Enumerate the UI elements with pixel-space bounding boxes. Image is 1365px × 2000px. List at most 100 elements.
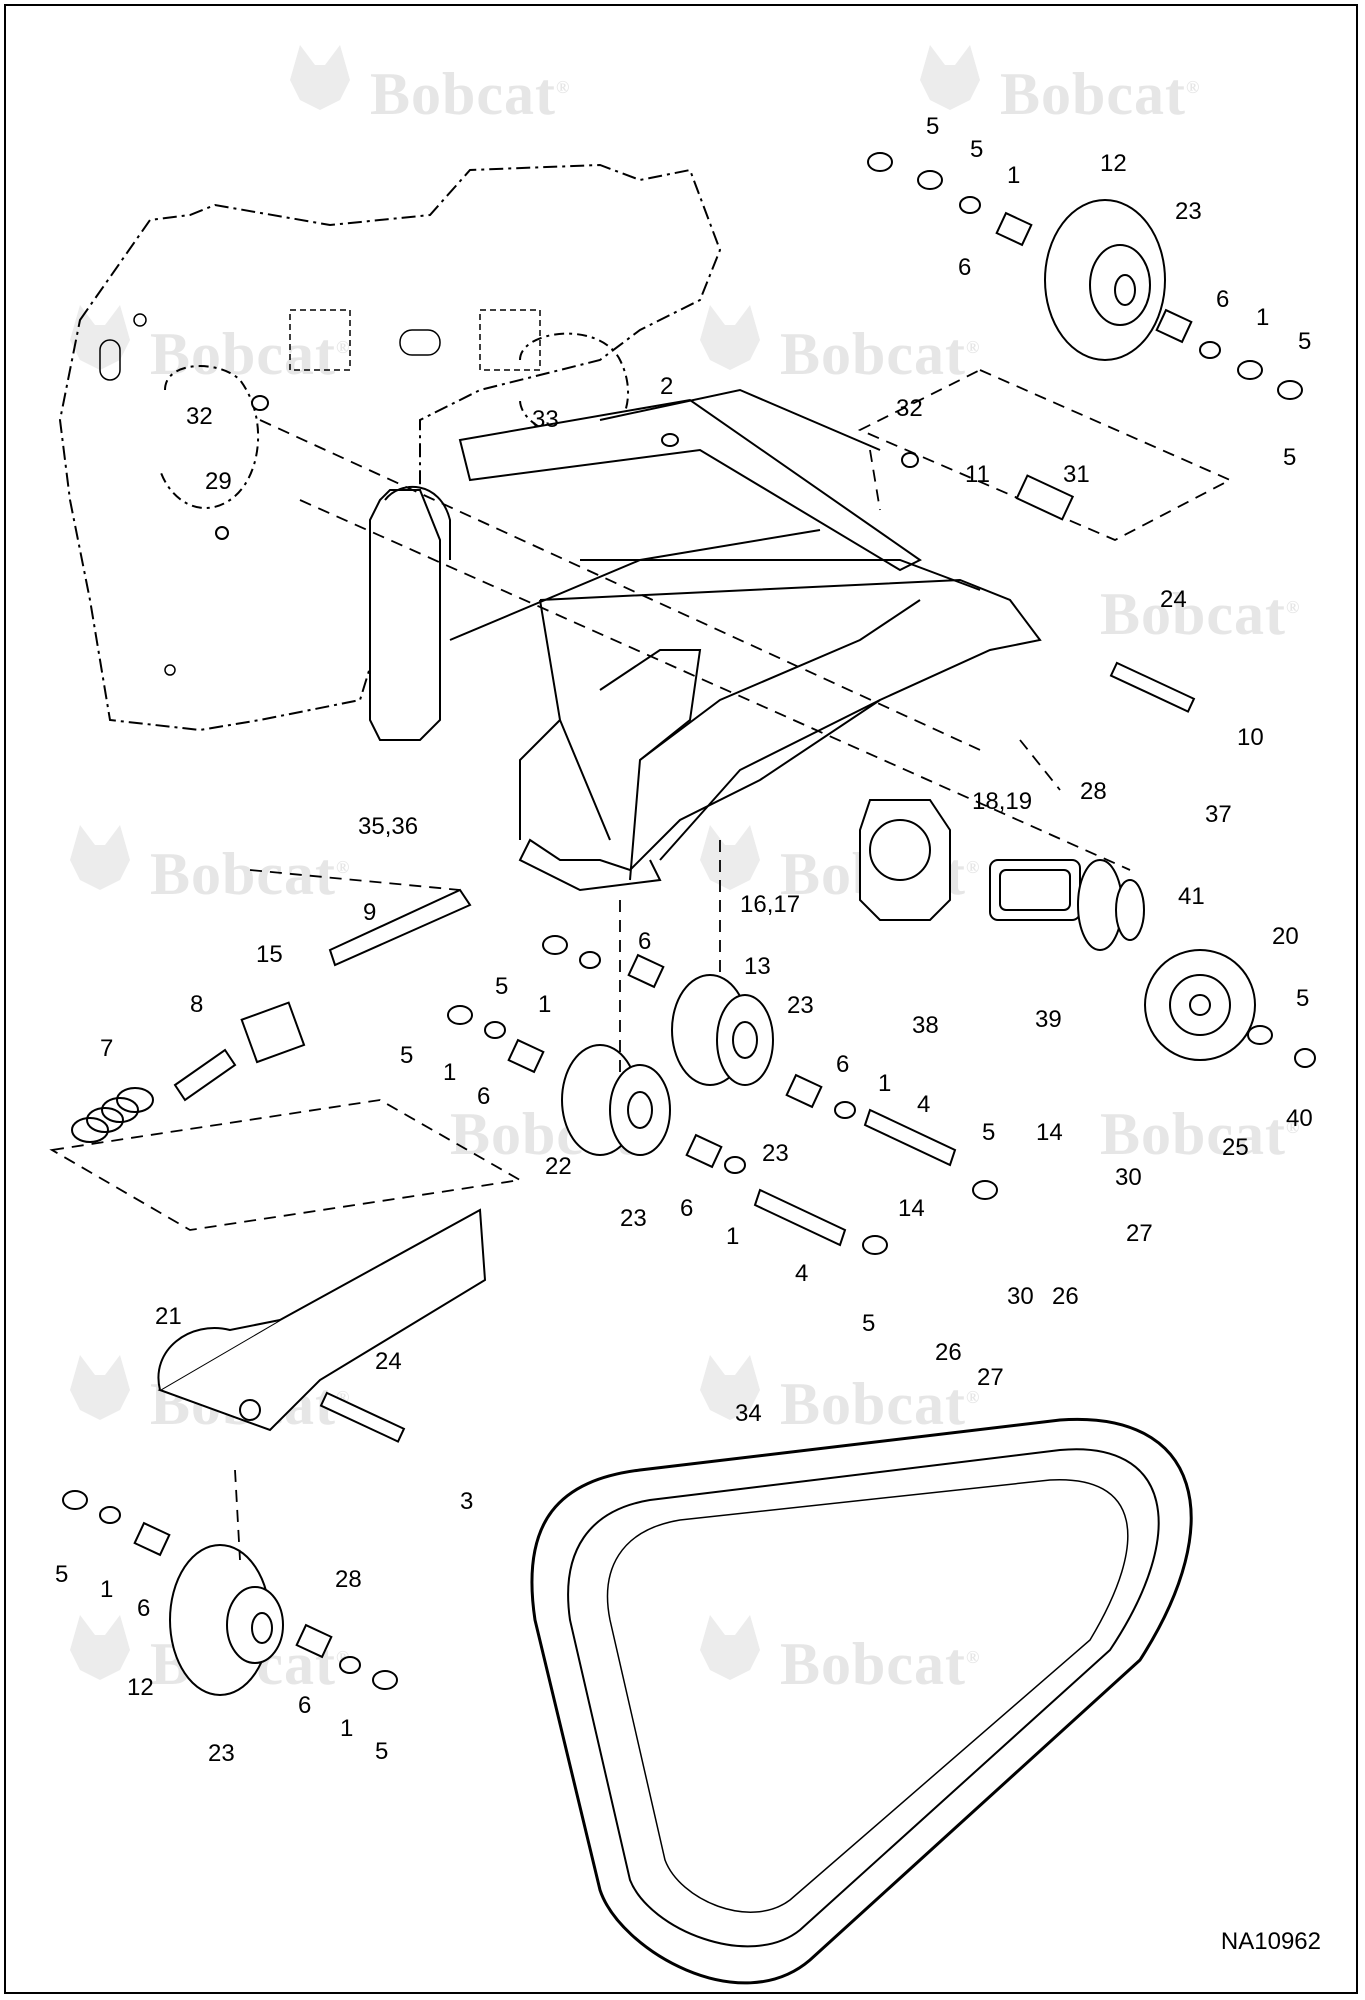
callout-label: 32 [896, 395, 923, 422]
watermark-text: Bobcat® [1000, 61, 1201, 127]
callout-label: 22 [545, 1153, 572, 1180]
watermark-text: Bobcat® [780, 1371, 981, 1437]
callout-label: 5 [1296, 985, 1310, 1012]
callout-label: 1 [1007, 162, 1021, 189]
callout-label: 4 [917, 1091, 931, 1118]
track-roller [561, 1044, 671, 1156]
machine-frame-outline [58, 163, 722, 732]
callout-label: 5 [375, 1738, 389, 1765]
roller-pin [753, 1188, 847, 1247]
callout-label: 7 [100, 1035, 114, 1062]
callout-label: 26 [935, 1339, 962, 1366]
callout-label: 6 [638, 928, 652, 955]
callout-label: 12 [127, 1674, 154, 1701]
callout-label: 28 [1080, 778, 1107, 805]
callout-label: 20 [1272, 923, 1299, 950]
callout-label: 5 [1283, 444, 1297, 471]
callout-label: 1 [538, 991, 552, 1018]
callout-label: 6 [680, 1195, 694, 1222]
callout-label: 13 [744, 953, 771, 980]
callout-label: 1 [878, 1070, 892, 1097]
callout-label: 6 [137, 1595, 151, 1622]
small-parts [62, 152, 1316, 1690]
spacer-tube [173, 1048, 237, 1102]
callout-label: 1 [1256, 304, 1270, 331]
callout-label: 24 [1160, 586, 1187, 613]
track-roller [671, 974, 774, 1086]
callout-label: 6 [298, 1692, 312, 1719]
bracket [240, 1001, 306, 1064]
tension-spring [71, 1087, 154, 1143]
idler-wheel [1044, 199, 1166, 361]
callout-label: 1 [443, 1059, 457, 1086]
tension-arm [157, 1208, 487, 1432]
callout-label: 6 [1216, 286, 1230, 313]
diagram-frame [4, 4, 1358, 1994]
callout-label: 28 [335, 1566, 362, 1593]
callout-label: 30 [1115, 1164, 1142, 1191]
callout-label: 14 [898, 1195, 925, 1222]
callout-label: 16,17 [740, 891, 801, 918]
callout-label: 5 [926, 113, 940, 140]
document-id: NA10962 [1220, 1928, 1321, 1955]
callout-label: 11 [965, 461, 990, 488]
callout-label: 38 [912, 1012, 939, 1039]
callout-label: 1 [726, 1223, 740, 1250]
axle [328, 888, 472, 967]
callout-label: 27 [977, 1364, 1004, 1391]
callout-label: 37 [1205, 801, 1232, 828]
callout-label: 33 [532, 406, 559, 433]
callout-label: 6 [477, 1083, 491, 1110]
drive-motor [989, 859, 1145, 951]
callout-label: 8 [190, 991, 204, 1018]
hub-plate-bore [869, 819, 931, 881]
callout-label: 10 [1237, 724, 1264, 751]
watermark-text: Bobcat® [370, 61, 571, 127]
callout-label: 18,19 [972, 788, 1033, 815]
callout-label: 23 [620, 1205, 647, 1232]
roller-pin [863, 1108, 957, 1167]
callout-label: 1 [100, 1576, 114, 1603]
callout-label: 2 [660, 373, 674, 400]
callout-label: 23 [787, 992, 814, 1019]
callout-label: 5 [1298, 328, 1312, 355]
callout-label: 29 [205, 468, 232, 495]
callout-label: 5 [862, 1310, 876, 1337]
watermark-text: Bobcat® [150, 841, 351, 907]
callout-label: 6 [836, 1051, 850, 1078]
callout-label: 34 [735, 1400, 762, 1427]
watermark-text: Bobcat® [1100, 1101, 1301, 1167]
idler-wheel [169, 1544, 284, 1696]
callout-label: 32 [186, 403, 213, 430]
callout-label: 5 [982, 1119, 996, 1146]
callout-label: 27 [1126, 1220, 1153, 1247]
callout-label: 35,36 [358, 813, 419, 840]
callout-label: 39 [1035, 1006, 1062, 1033]
callout-label: 23 [1175, 198, 1202, 225]
callout-label: 41 [1178, 883, 1205, 910]
callout-label: 5 [970, 136, 984, 163]
callout-label: 3 [460, 1488, 474, 1515]
callout-label: 26 [1052, 1283, 1079, 1310]
callout-label: 24 [375, 1348, 402, 1375]
callout-label: 30 [1007, 1283, 1034, 1310]
callout-label: 15 [256, 941, 283, 968]
track-frame [369, 388, 1042, 892]
watermark-text: Bobcat® [780, 1631, 981, 1697]
watermark-text: Bobcat® [1100, 581, 1301, 647]
rubber-track [530, 1417, 1193, 1985]
callout-label: 23 [762, 1140, 789, 1167]
watermark-text: Bobcat® [780, 321, 981, 387]
frame-detail-circle [159, 365, 260, 510]
callout-label: 21 [155, 1303, 182, 1330]
callout-label: 12 [1100, 150, 1127, 177]
callout-label: 6 [958, 254, 972, 281]
callout-label: 23 [208, 1740, 235, 1767]
callout-label: 4 [795, 1260, 809, 1287]
frame-holes [99, 309, 541, 676]
watermark-text: Bobcat® [150, 321, 351, 387]
callout-label: 1 [340, 1715, 354, 1742]
callout-label: 5 [400, 1042, 414, 1069]
callout-label: 25 [1222, 1134, 1249, 1161]
